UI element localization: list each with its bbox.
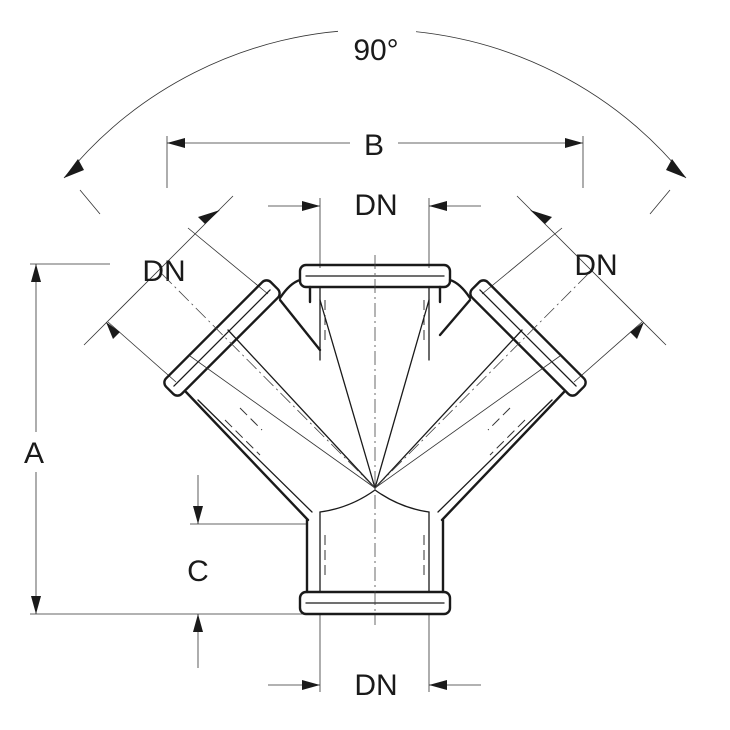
dn-bottom-dimension: DN — [268, 614, 481, 702]
dn-top-label: DN — [354, 189, 397, 222]
width-dimension-b: B — [166, 124, 584, 188]
centre-lines — [159, 255, 591, 625]
dn-left-dimension: DN — [83, 195, 269, 383]
angle-label: 90° — [353, 34, 398, 67]
dn-right-dimension: DN — [481, 195, 667, 383]
dn-top-dimension: DN — [268, 189, 481, 268]
dn-left-label: DN — [142, 255, 185, 288]
height-dimension-a: A — [18, 263, 310, 615]
width-label: B — [364, 129, 384, 162]
dn-right-label: DN — [574, 249, 617, 282]
offset-dimension-c: C — [187, 475, 308, 668]
height-label: A — [24, 437, 44, 470]
fitting-body — [163, 263, 587, 616]
dn-bottom-label: DN — [354, 669, 397, 702]
angle-dimension: 90° — [63, 28, 687, 215]
offset-label: C — [187, 555, 209, 588]
